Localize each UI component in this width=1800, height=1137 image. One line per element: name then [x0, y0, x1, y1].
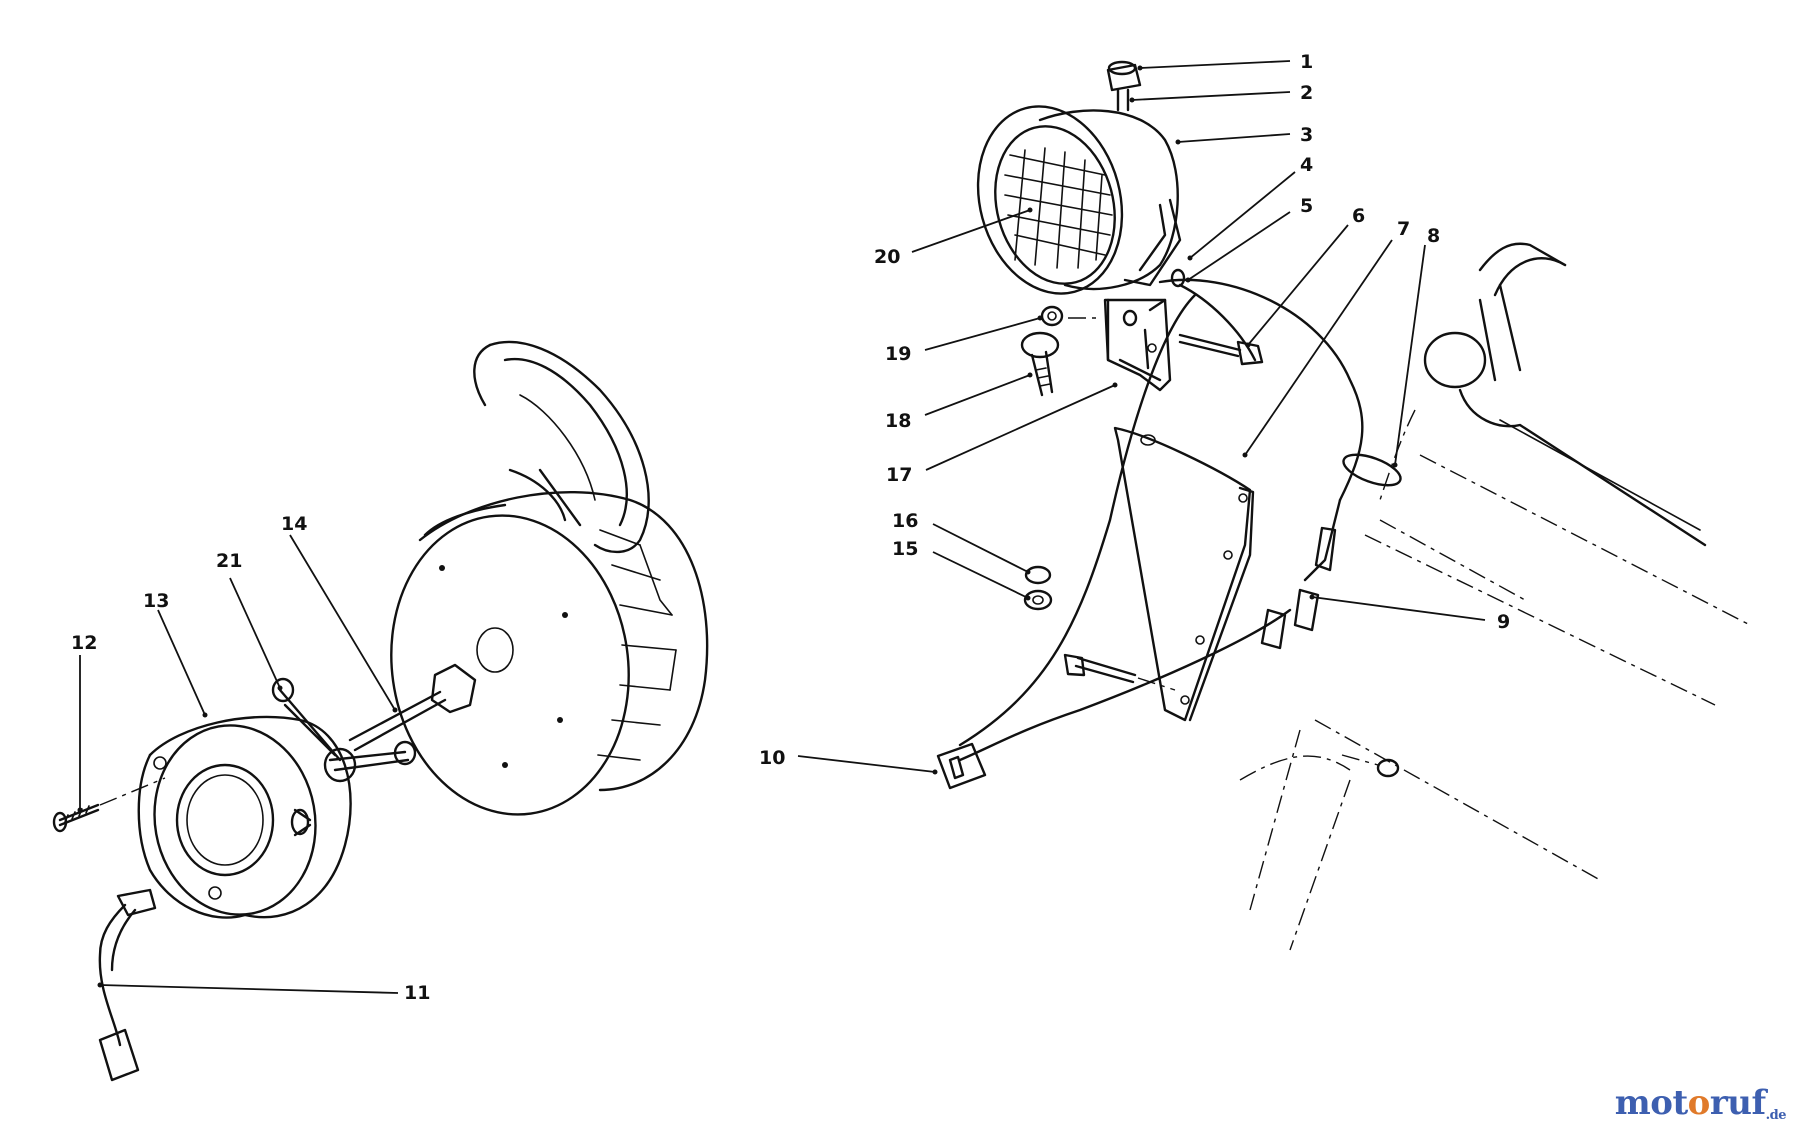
callout-17: 17: [886, 464, 912, 486]
callout-11: 11: [404, 982, 430, 1004]
watermark-tld: .de: [1765, 1108, 1787, 1123]
leader-lines: [77, 60, 1486, 994]
callout-8: 8: [1427, 225, 1440, 247]
wiring-harness: [936, 278, 1402, 790]
tractor-frame-outline: [1239, 242, 1751, 951]
callout-13: 13: [143, 590, 169, 612]
callout-6: 6: [1352, 205, 1365, 227]
headlight-reflector-assembly: [98, 677, 447, 1082]
watermark-logo: motoruf.de: [1614, 1083, 1787, 1123]
watermark-part3: ruf: [1709, 1083, 1766, 1123]
callout-20: 20: [874, 246, 900, 268]
callout-3: 3: [1300, 124, 1313, 146]
callout-9: 9: [1497, 611, 1510, 633]
callout-4: 4: [1300, 154, 1313, 176]
callout-14: 14: [281, 513, 307, 535]
headlight-housing-drum: [390, 340, 709, 816]
screw-12: [52, 777, 166, 833]
work-light: [976, 60, 1186, 295]
callout-12: 12: [71, 632, 97, 654]
callout-21: 21: [216, 550, 242, 572]
callout-19: 19: [885, 343, 911, 365]
light-bracket: [1020, 298, 1264, 397]
callout-7: 7: [1397, 218, 1410, 240]
callout-1: 1: [1300, 51, 1313, 73]
callout-16: 16: [892, 510, 918, 532]
watermark-part2: o: [1687, 1083, 1711, 1123]
callout-10: 10: [759, 747, 785, 769]
callout-15: 15: [892, 538, 918, 560]
callout-2: 2: [1300, 82, 1313, 104]
watermark-part1: mot: [1614, 1083, 1688, 1123]
callout-5: 5: [1300, 195, 1313, 217]
callout-18: 18: [885, 410, 911, 432]
mounting-plate: [1023, 426, 1255, 722]
